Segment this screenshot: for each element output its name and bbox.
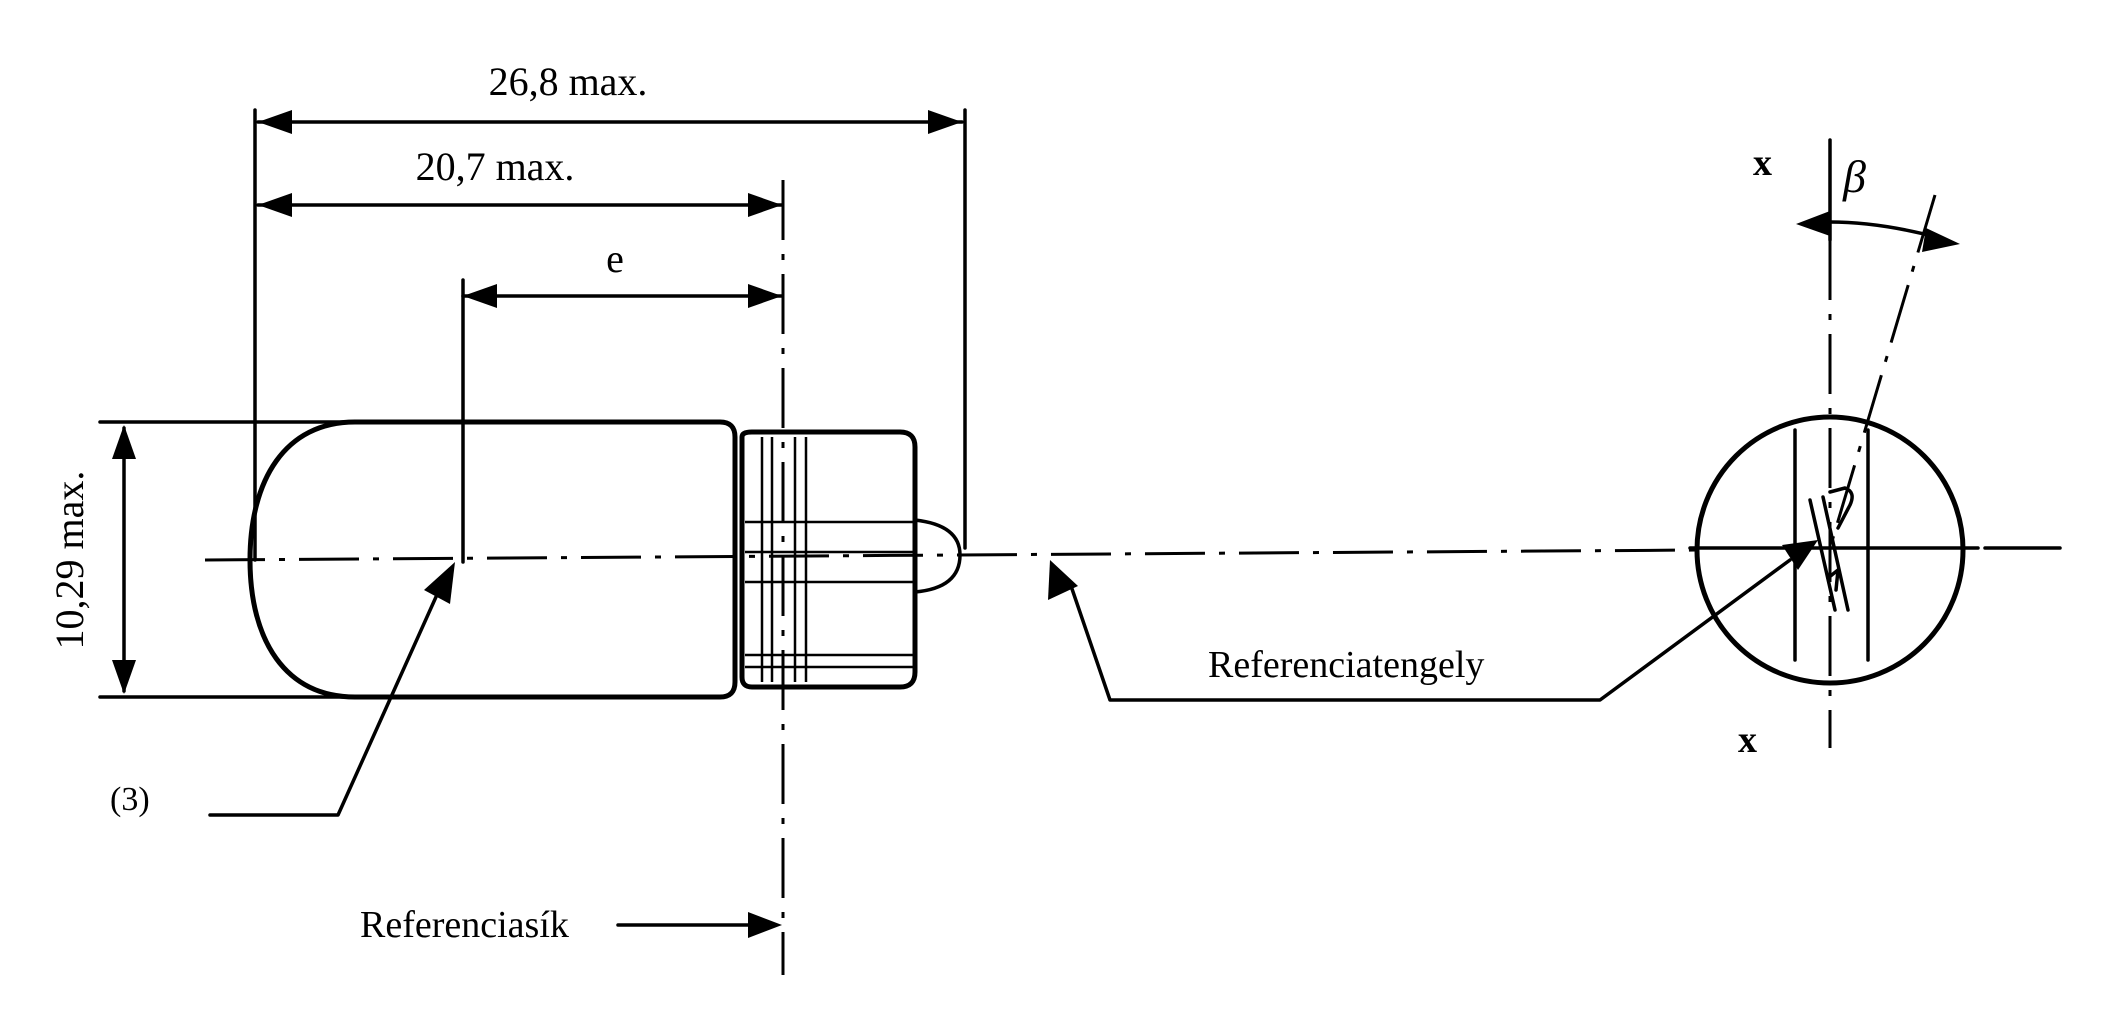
lamp-end-view	[1688, 138, 1980, 748]
dim-diameter-label: 10,29 max.	[47, 471, 92, 650]
note-3-label: (3)	[110, 781, 150, 818]
reference-axis-label: Referenciatengely	[1208, 644, 1484, 686]
dim-body-length: 20,7 max.	[256, 144, 784, 217]
dim-overall-length-label: 26,8 max.	[489, 59, 648, 104]
bulb-outline	[247, 419, 738, 700]
end-view-circle	[1694, 414, 1966, 686]
angle-label: β	[1842, 151, 1866, 202]
cap-outline	[739, 429, 918, 690]
filament	[1793, 428, 1870, 662]
cap-band	[745, 520, 915, 669]
dim-light-centre: e	[461, 236, 784, 308]
filament-coil	[1826, 486, 1854, 592]
leader-note-3	[208, 562, 455, 817]
tilted-axis-line	[1828, 194, 1937, 549]
reference-plane-label: Referenciasík	[360, 904, 569, 946]
dim-body-length-label: 20,7 max.	[416, 144, 575, 189]
section-top-label: x	[1753, 142, 1772, 184]
dim-overall-length: 26,8 max.	[256, 59, 964, 134]
lamp-side-view	[247, 419, 962, 700]
dim-light-centre-label: e	[606, 236, 624, 281]
dim-diameter: 10,29 max.	[47, 425, 136, 694]
angle-arrow-right	[1922, 228, 1960, 252]
section-bottom-label: x	[1738, 719, 1757, 761]
angle-arrow-left	[1796, 211, 1830, 236]
reference-axis-line	[204, 548, 1701, 562]
leader-reference-plane	[616, 912, 782, 938]
